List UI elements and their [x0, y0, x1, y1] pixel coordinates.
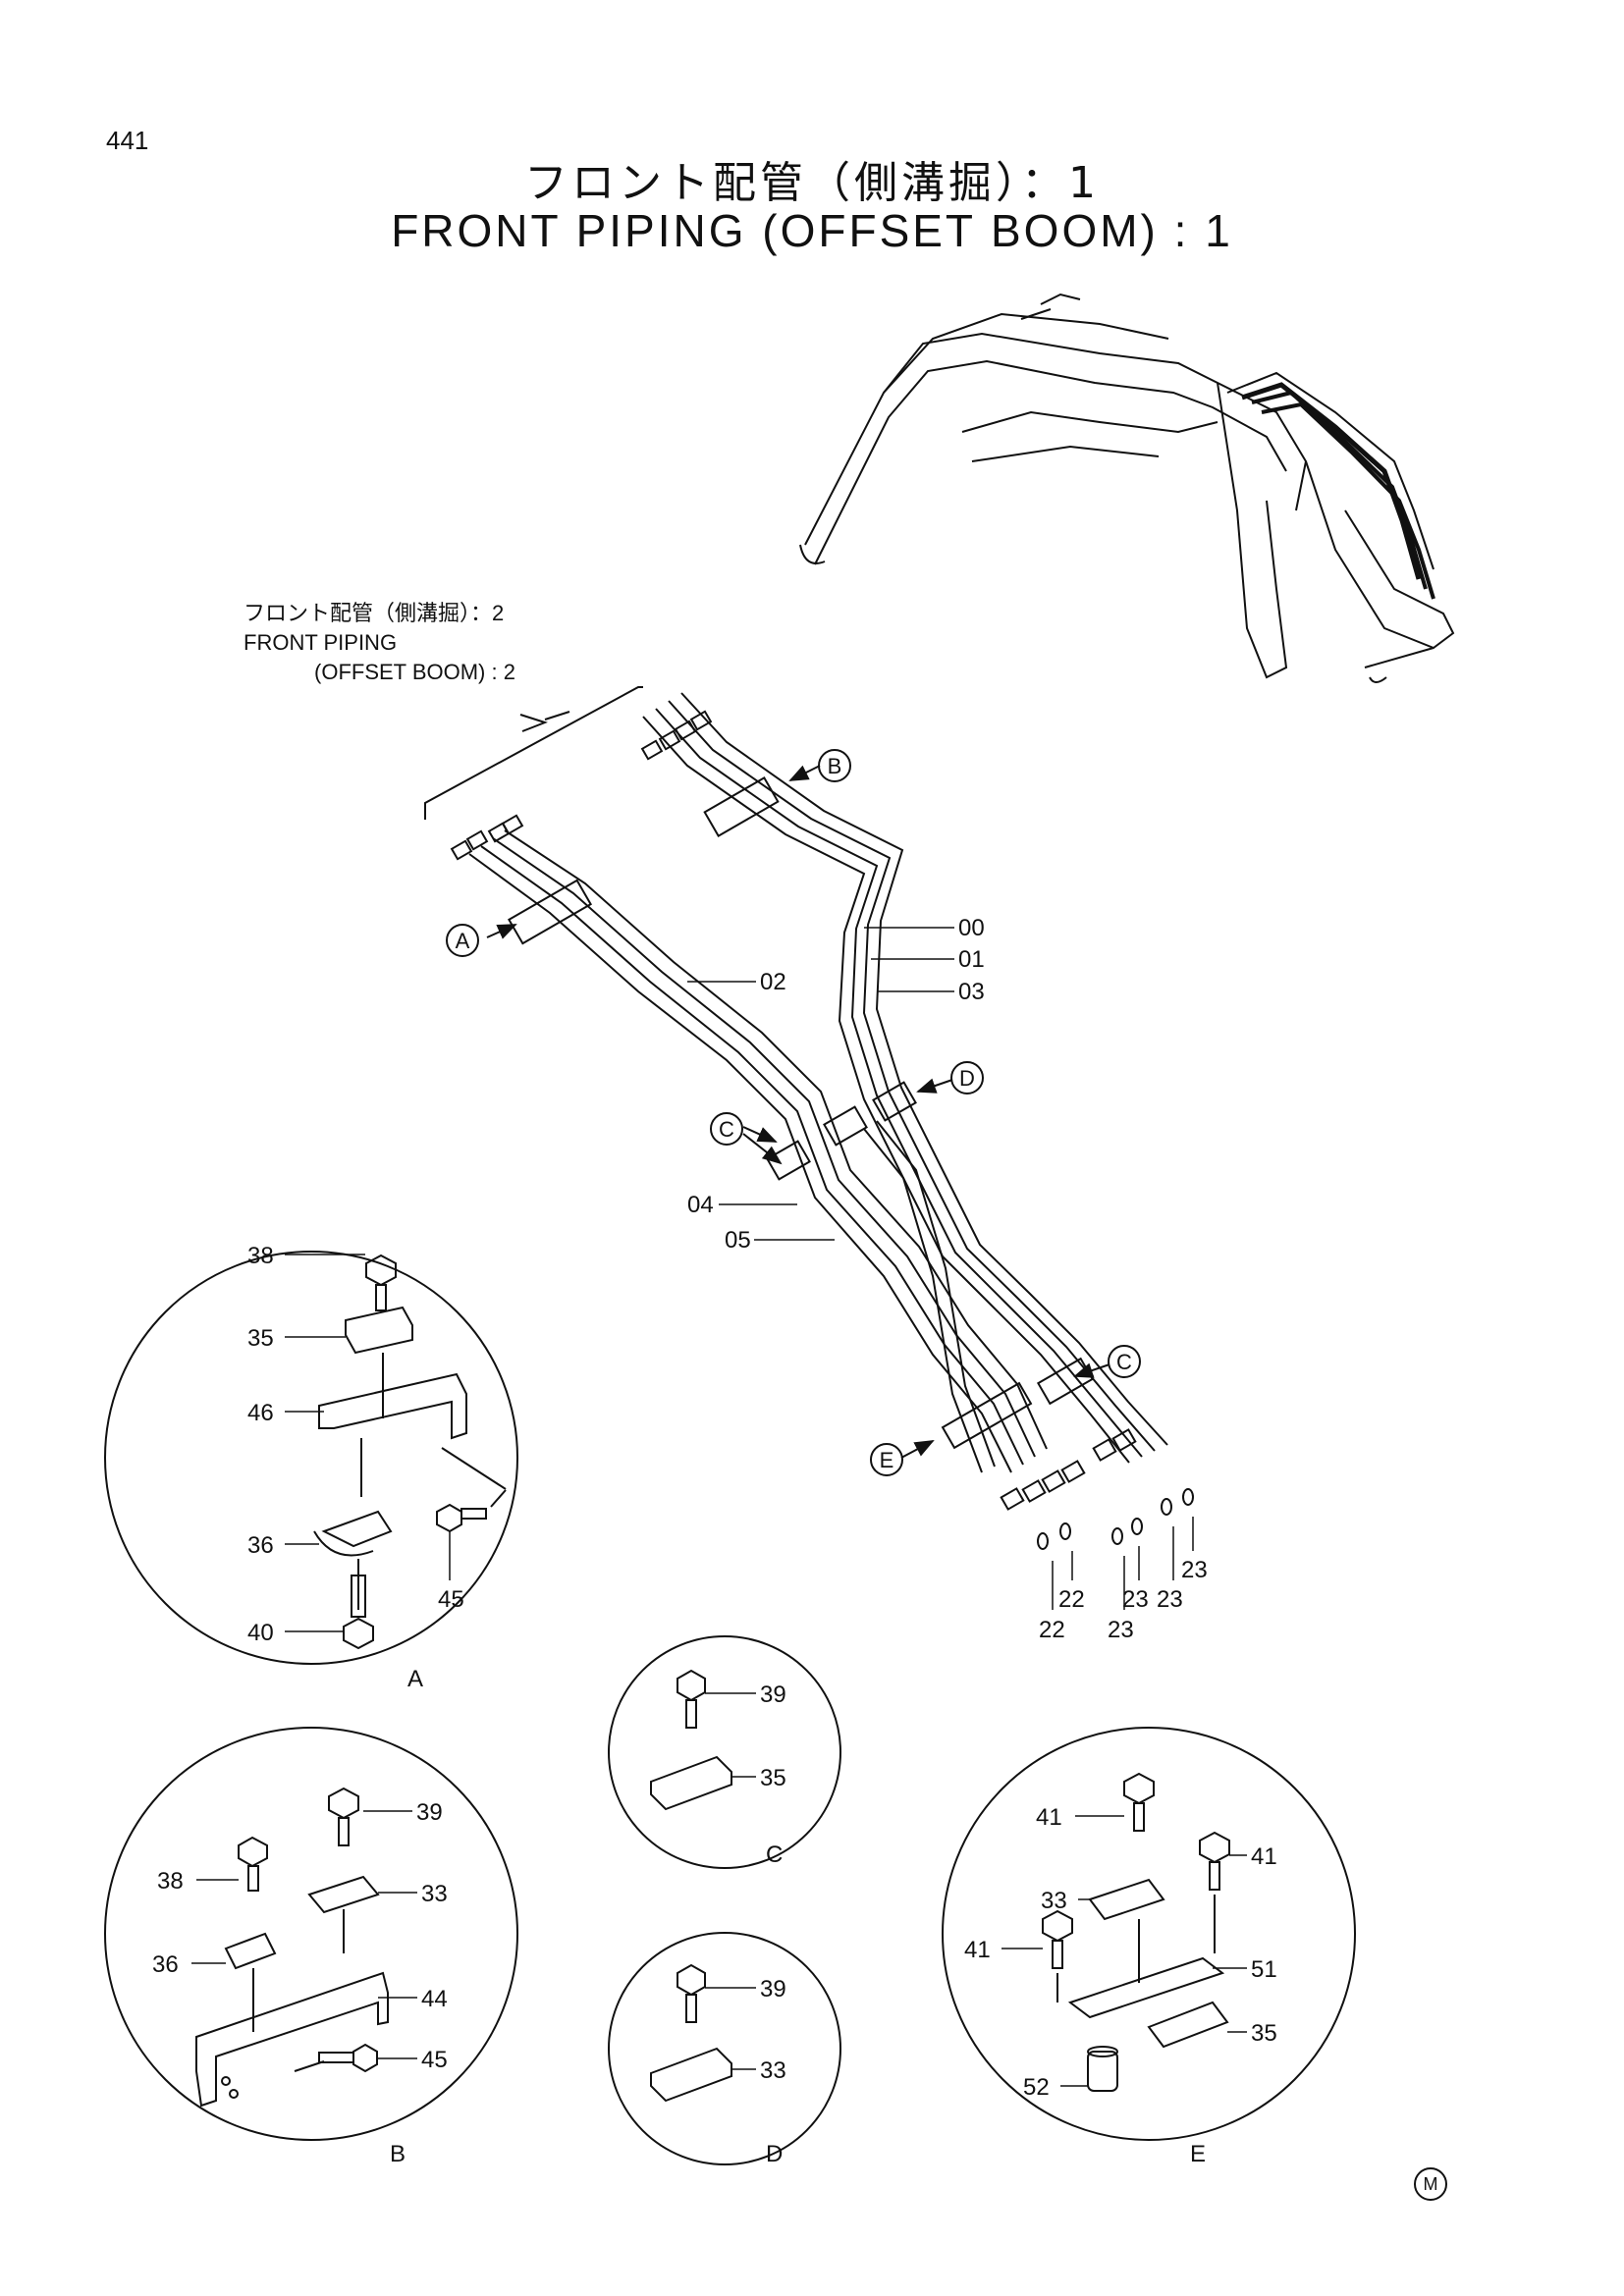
detail-e-part-51: 51: [1251, 1956, 1277, 1983]
pipe-label-00: 00: [958, 915, 985, 941]
detail-e-part-33: 33: [1041, 1888, 1067, 1914]
leader-lines: [687, 927, 1194, 1610]
page-title-japanese: フロント配管（側溝掘）：1: [524, 158, 1100, 208]
callout-e-marker: [870, 1443, 903, 1476]
pipe-label-01: 01: [958, 946, 985, 973]
o-rings: [1037, 1488, 1194, 1550]
detail-a-part-36: 36: [247, 1532, 274, 1559]
callout-b-marker: [818, 749, 851, 782]
detail-a-part-35: 35: [247, 1325, 274, 1352]
callout-a-label: A: [456, 929, 470, 953]
detail-b-part-39: 39: [416, 1799, 443, 1826]
cross-reference-note: フロント配管（側溝掘）：2 FRONT PIPING (OFFSET BOOM)…: [244, 599, 515, 687]
oring-label-23c: 23: [1157, 1586, 1183, 1613]
pipe-label-04: 04: [687, 1192, 714, 1218]
detail-e-part-52: 52: [1023, 2074, 1050, 2101]
detail-d-label: D: [766, 2141, 783, 2167]
page-title-english: FRONT PIPING (OFFSET BOOM) : 1: [391, 205, 1233, 256]
detail-c-parts: [650, 1669, 732, 1811]
detail-e-part-35: 35: [1251, 2020, 1277, 2047]
detail-circle-b: [104, 1727, 518, 2141]
callout-c2-marker: [1108, 1345, 1141, 1378]
oring-label-23b: 23: [1122, 1586, 1149, 1613]
excavator-overview-illustration: [799, 293, 1455, 683]
reference-bracket: [424, 686, 643, 820]
pipe-label-03: 03: [958, 979, 985, 1005]
callout-a-marker: [446, 924, 479, 957]
detail-a-part-45: 45: [438, 1586, 464, 1613]
detail-d-part-39: 39: [760, 1976, 786, 2002]
detail-c-part-35: 35: [760, 1765, 786, 1791]
detail-b-part-38: 38: [157, 1868, 184, 1895]
detail-b-parts: [195, 1787, 389, 2108]
reference-en-line1: FRONT PIPING: [244, 630, 398, 655]
callout-c1-marker: [710, 1112, 743, 1146]
detail-b-part-45: 45: [421, 2047, 448, 2073]
pipe-bundle: [468, 692, 1168, 1473]
pipe-label-05: 05: [725, 1227, 751, 1254]
detail-d-parts: [650, 1963, 732, 2103]
detail-b-part-44: 44: [421, 1986, 448, 2012]
detail-b-part-36: 36: [152, 1951, 179, 1978]
detail-circle-a: [104, 1251, 518, 1665]
oring-label-22b: 22: [1058, 1586, 1085, 1613]
detail-e-part-41a: 41: [1036, 1804, 1062, 1831]
detail-a-parts: [313, 1254, 507, 1650]
detail-b-label: B: [390, 2141, 406, 2167]
oring-label-23a: 23: [1108, 1617, 1134, 1643]
detail-a-part-46: 46: [247, 1400, 274, 1426]
detail-a-part-38: 38: [247, 1243, 274, 1269]
detail-e-part-41b: 41: [1251, 1843, 1277, 1870]
callout-d-label: D: [959, 1066, 975, 1091]
detail-a-part-40: 40: [247, 1620, 274, 1646]
callout-pointers: [486, 765, 1110, 1459]
oring-label-23d: 23: [1181, 1557, 1208, 1583]
pipe-label-02: 02: [760, 969, 786, 995]
callout-c2-label: C: [1116, 1350, 1132, 1374]
detail-circle-c: [608, 1635, 841, 1869]
callout-c1-label: C: [719, 1117, 734, 1142]
detail-e-label: E: [1190, 2141, 1206, 2167]
detail-b-part-33: 33: [421, 1881, 448, 1907]
page-number: 441: [106, 126, 149, 155]
detail-e-parts: [1042, 1772, 1230, 2092]
detail-a-label: A: [407, 1666, 423, 1692]
callout-e-label: E: [880, 1448, 894, 1472]
detail-leaders: [191, 1254, 1247, 2087]
callout-d-marker: [950, 1061, 984, 1095]
pipe-fittings: [450, 710, 1137, 1511]
detail-e-part-41c: 41: [964, 1937, 991, 1963]
detail-d-part-33: 33: [760, 2057, 786, 2084]
oring-label-22a: 22: [1039, 1617, 1065, 1643]
callout-b-label: B: [828, 754, 842, 778]
reference-en-line2: (OFFSET BOOM) : 2: [314, 660, 515, 684]
clamps: [507, 776, 1095, 1450]
detail-c-label: C: [766, 1842, 783, 1868]
detail-c-part-39: 39: [760, 1682, 786, 1708]
reference-arrow-icon: [519, 714, 548, 732]
reference-jp: フロント配管（側溝掘）：2: [244, 601, 505, 625]
detail-circle-d: [608, 1932, 841, 2165]
detail-circle-e: [942, 1727, 1356, 2141]
m-mark-icon: M: [1414, 2167, 1447, 2201]
